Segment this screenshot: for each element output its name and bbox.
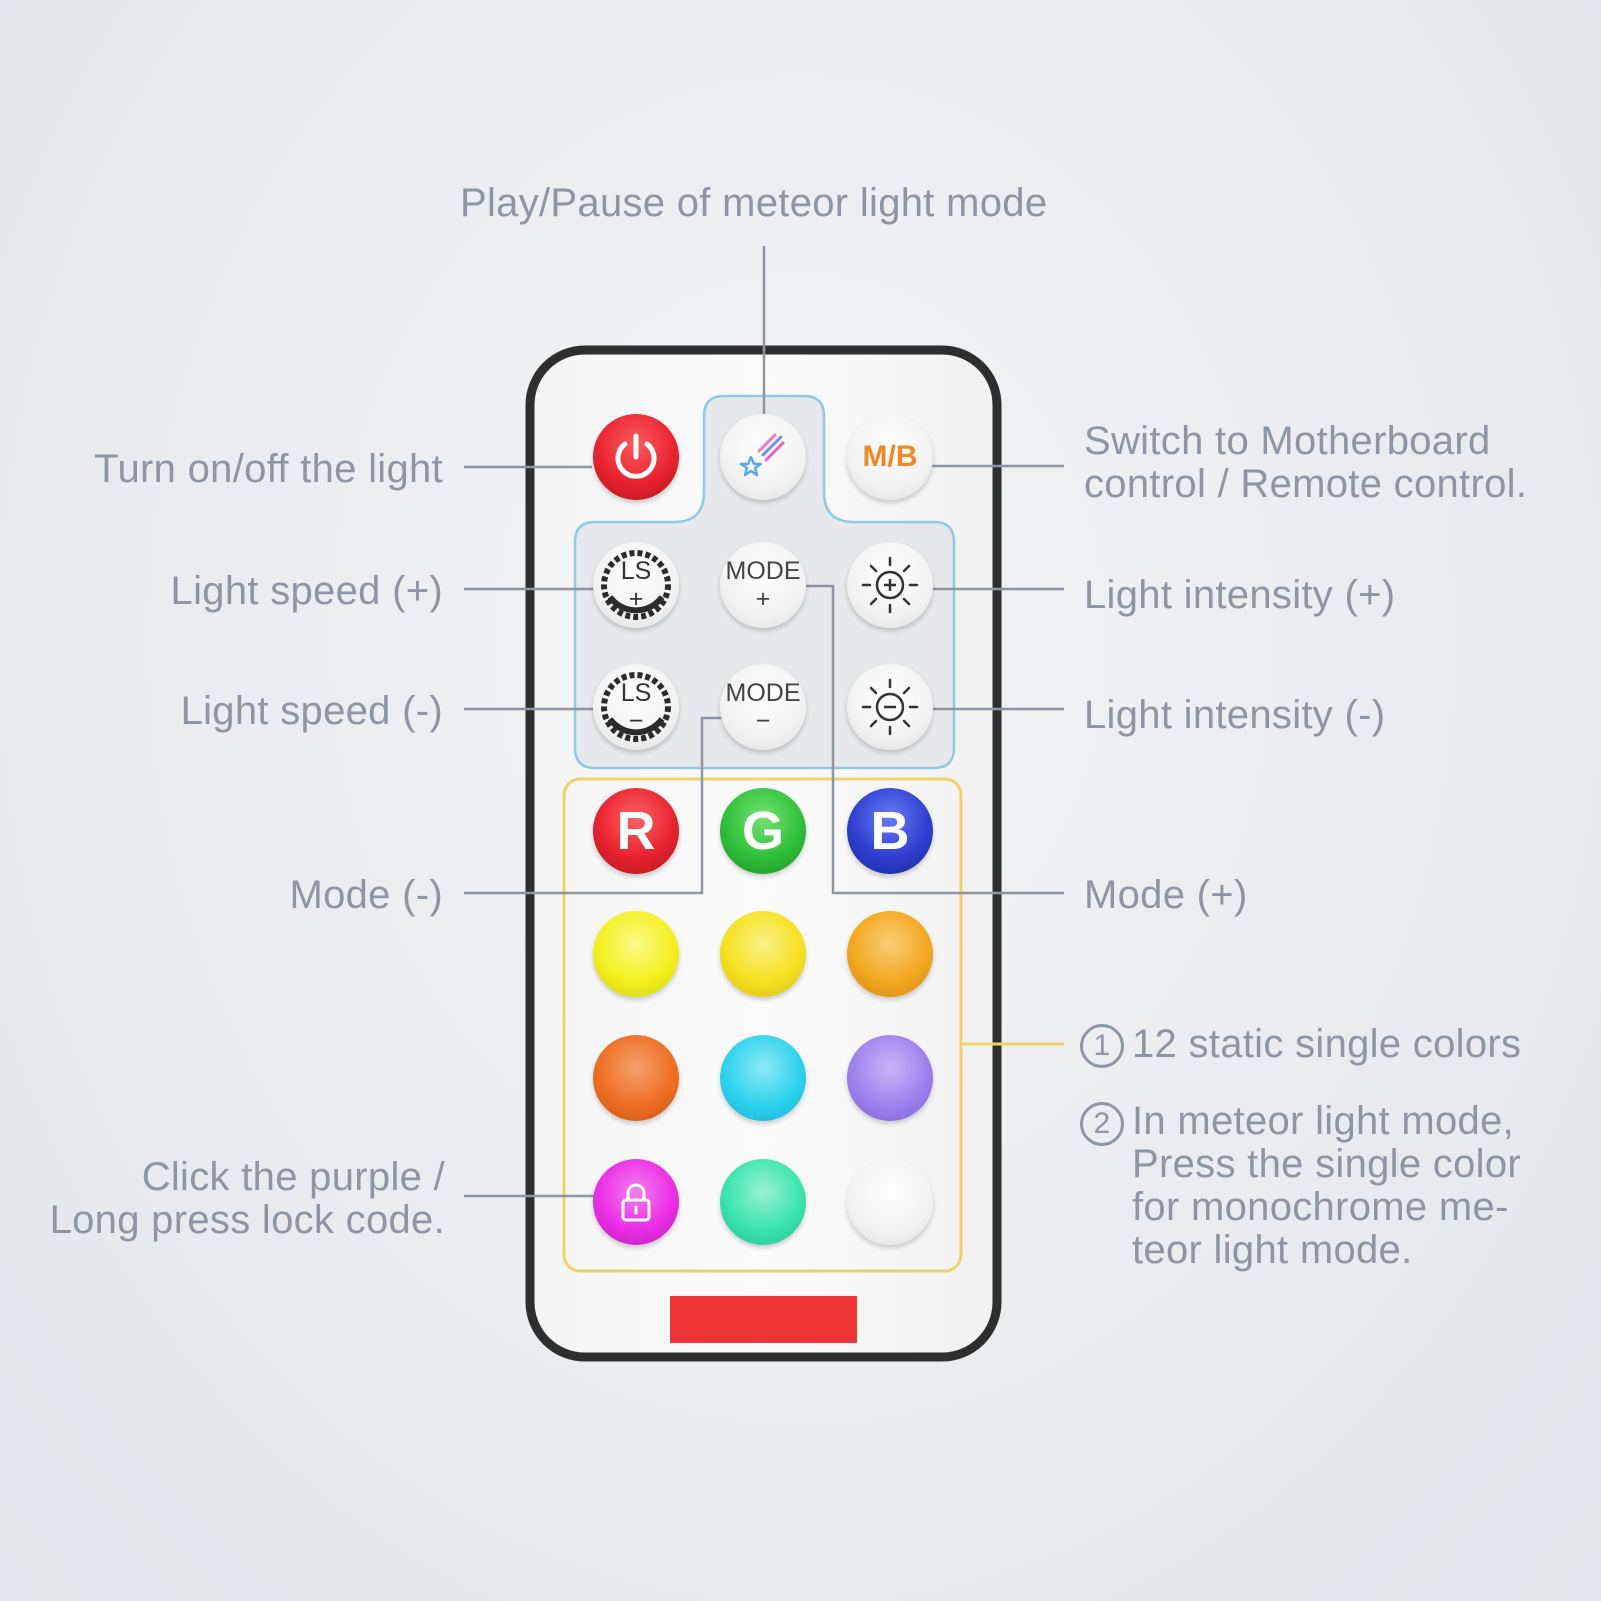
- brand-strip: [670, 1296, 857, 1343]
- minus-sign: −: [755, 707, 771, 735]
- note-number-2: 2: [1080, 1102, 1124, 1146]
- light-intensity-minus-button[interactable]: [847, 664, 933, 750]
- mode-minus-button[interactable]: MODE −: [720, 664, 806, 750]
- leader-mode-plus: [800, 584, 1064, 895]
- color-button-mint[interactable]: [720, 1159, 806, 1245]
- label-intensity-minus: Light intensity (-): [1084, 693, 1386, 737]
- note-text-2: In meteor light mode, Press the single c…: [1132, 1099, 1522, 1272]
- label-power: Turn on/off the light: [94, 447, 443, 491]
- label-mb-switch: Switch to Motherboard control / Remote c…: [1084, 419, 1528, 506]
- leader-mode-minus: [464, 716, 730, 895]
- color-button-purple-lock[interactable]: [593, 1159, 679, 1245]
- color-button-cyan[interactable]: [720, 1035, 806, 1121]
- minus-sign: −: [628, 707, 644, 735]
- note-text-1: 12 static single colors: [1132, 1022, 1522, 1066]
- mode-label: MODE: [725, 557, 801, 585]
- color-button-amber[interactable]: [847, 911, 933, 997]
- mb-switch-button[interactable]: M/B: [847, 414, 933, 500]
- label-lock: Click the purple / Long press lock code.: [49, 1155, 445, 1242]
- light-speed-minus-button[interactable]: LS −: [593, 664, 679, 750]
- mode-label: MODE: [725, 679, 801, 707]
- color-button-warm-yellow[interactable]: [720, 911, 806, 997]
- brightness-minus-icon: [861, 678, 919, 736]
- plus-sign: +: [755, 585, 771, 613]
- meteor-play-pause-button[interactable]: [720, 414, 806, 500]
- green-label: G: [741, 801, 784, 861]
- color-button-yellow[interactable]: [593, 911, 679, 997]
- blue-button[interactable]: B: [847, 788, 933, 874]
- red-label: R: [616, 801, 656, 861]
- brightness-plus-icon: [861, 556, 919, 614]
- speed-dial-icon: [601, 672, 671, 742]
- red-button[interactable]: R: [593, 788, 679, 874]
- color-button-white[interactable]: [847, 1159, 933, 1245]
- label-intensity-plus: Light intensity (+): [1084, 573, 1396, 617]
- lock-icon: [621, 1183, 651, 1222]
- label-mode-minus: Mode (-): [289, 873, 443, 917]
- label-speed-minus: Light speed (-): [180, 689, 443, 733]
- leader-lines: [464, 246, 1064, 1198]
- speed-dial-icon: [601, 550, 671, 620]
- blue-label: B: [870, 801, 910, 861]
- ls-label: LS: [620, 679, 652, 707]
- green-button[interactable]: G: [720, 788, 806, 874]
- ls-label: LS: [620, 557, 652, 585]
- label-play-pause: Play/Pause of meteor light mode: [460, 181, 1048, 225]
- light-speed-plus-button[interactable]: LS +: [593, 542, 679, 628]
- color-panel-outline: [562, 777, 963, 1273]
- meteor-icon: [739, 433, 785, 477]
- power-button[interactable]: [593, 414, 679, 500]
- label-speed-plus: Light speed (+): [170, 569, 443, 613]
- note-number-1: 1: [1080, 1024, 1124, 1068]
- note-meteor-mode: 2 In meteor light mode, Press the single…: [1080, 1100, 1521, 1272]
- label-mode-plus: Mode (+): [1084, 873, 1248, 917]
- power-icon: [615, 433, 657, 479]
- mode-plus-button[interactable]: MODE +: [720, 542, 806, 628]
- plus-sign: +: [628, 585, 644, 613]
- mb-label: M/B: [862, 440, 918, 473]
- light-intensity-plus-button[interactable]: [847, 542, 933, 628]
- color-button-lavender[interactable]: [847, 1035, 933, 1121]
- color-button-orange[interactable]: [593, 1035, 679, 1121]
